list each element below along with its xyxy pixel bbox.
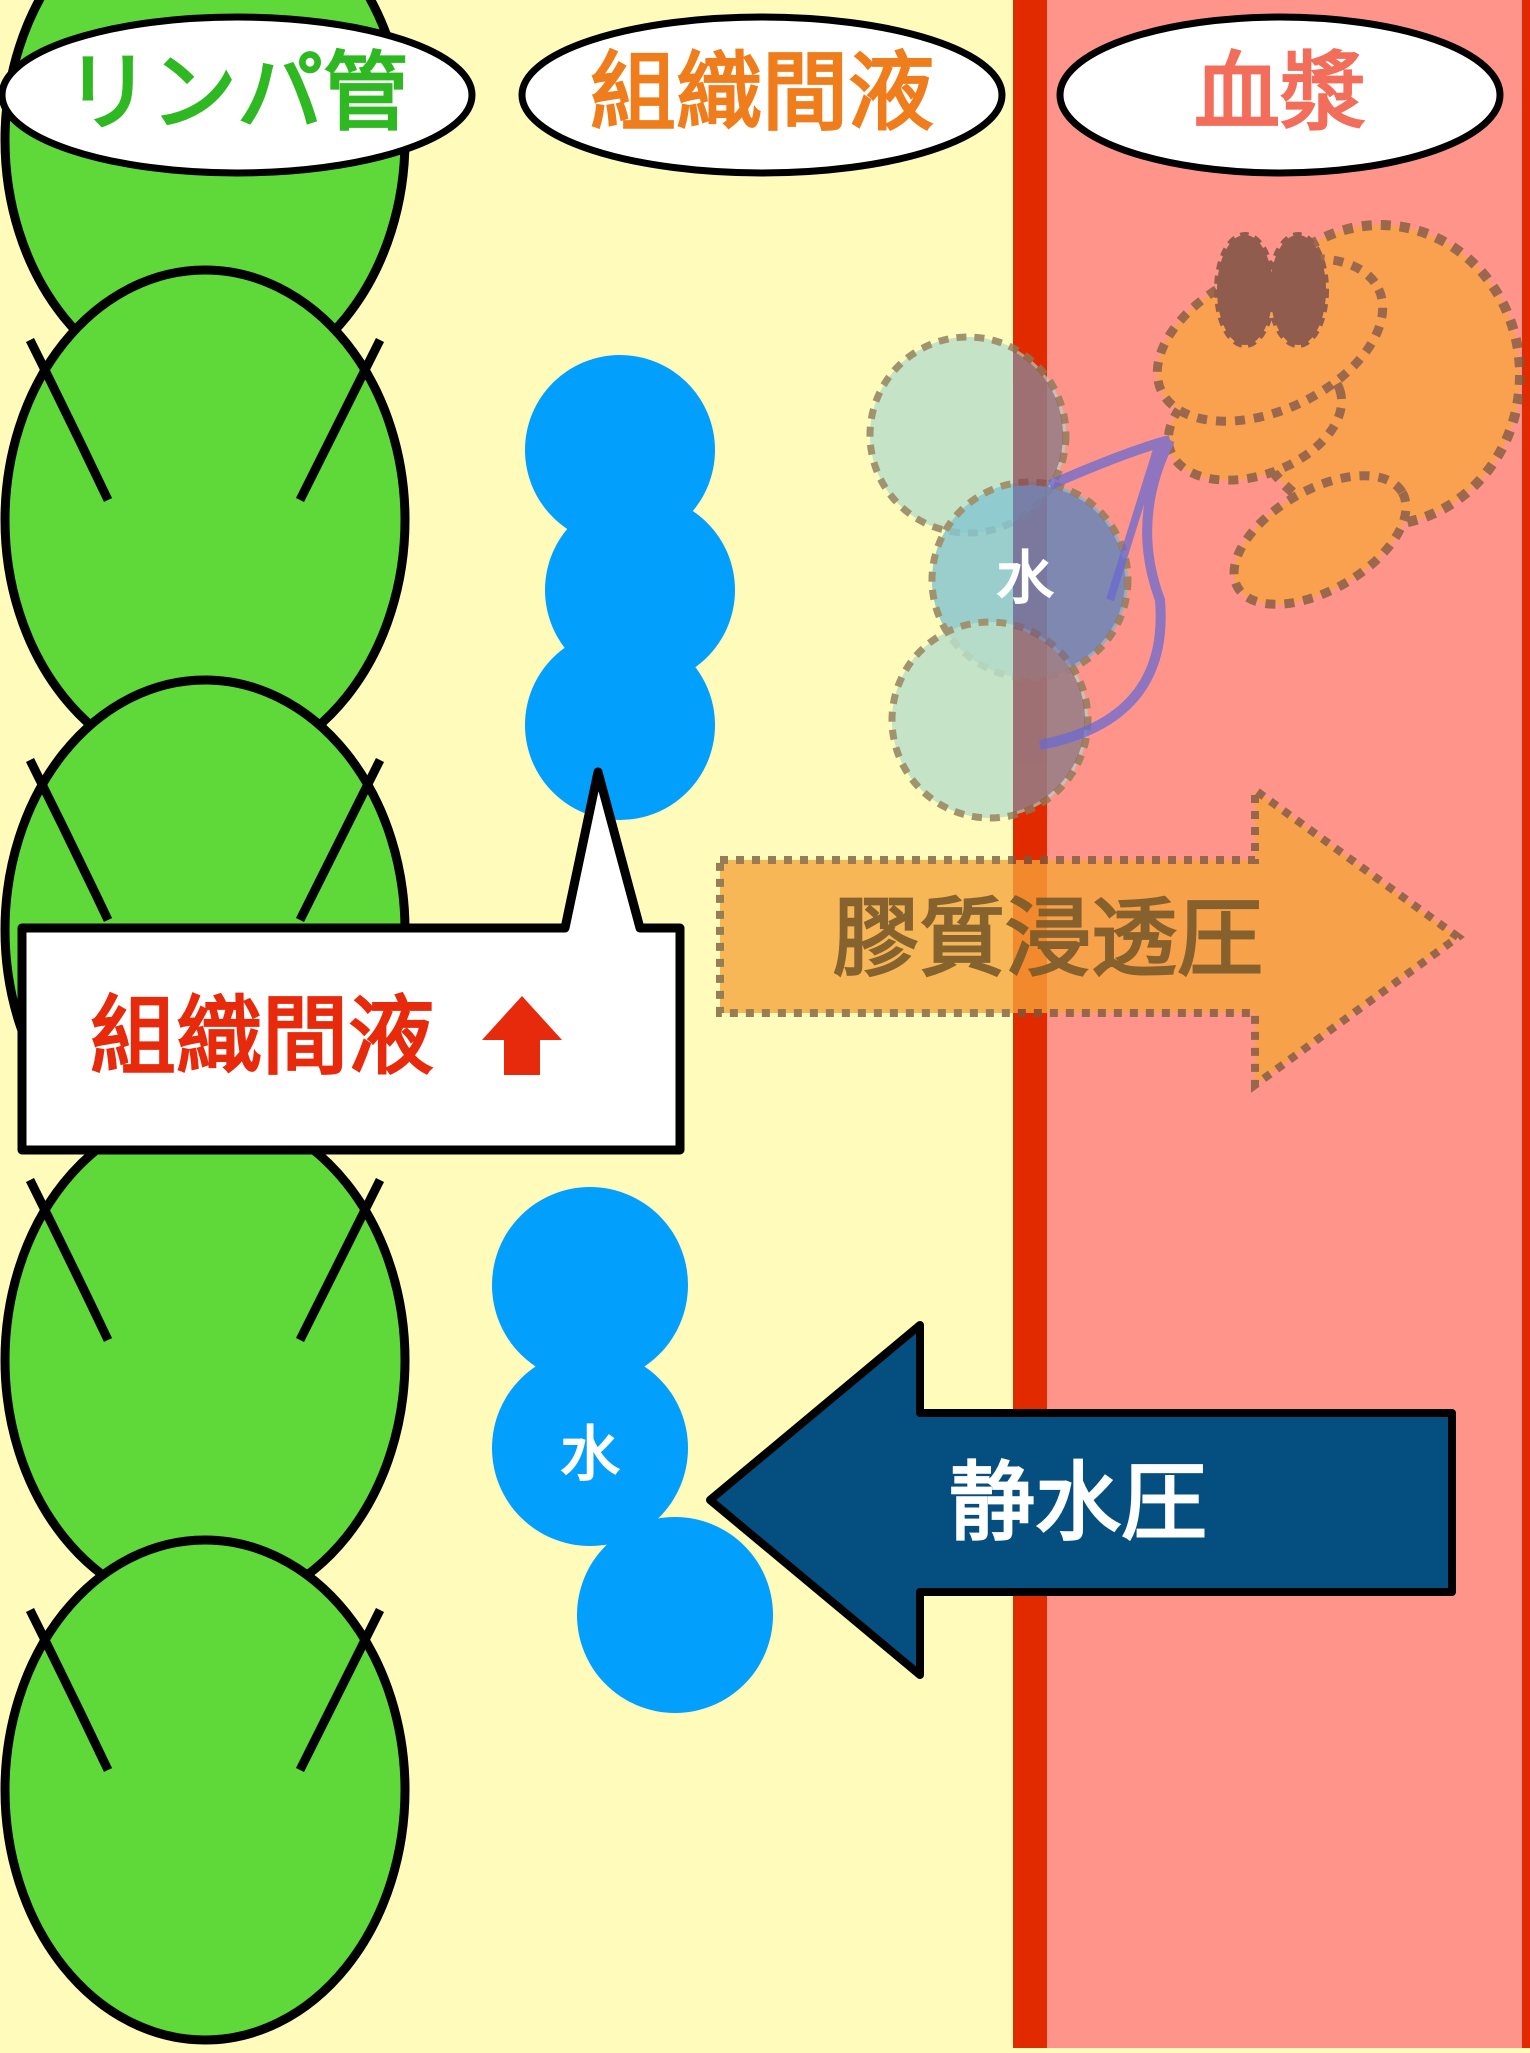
water-label-top: 水 xyxy=(996,544,1055,612)
water-molecule-bottom-left xyxy=(492,1187,773,1713)
lymph-label: リンパ管 xyxy=(65,43,409,143)
plasma-label: 血漿 xyxy=(1194,43,1366,143)
callout-label: 組織間液 xyxy=(90,987,434,1087)
lymph-segment xyxy=(0,1535,410,2045)
plasma-label-bubble xyxy=(1056,13,1504,177)
colloid-osmotic-label: 膠質浸透圧 xyxy=(833,889,1263,989)
lymph-valve-lines xyxy=(25,337,385,1773)
plasma-right-border xyxy=(1522,0,1530,2048)
up-arrow-icon xyxy=(482,996,562,1075)
water-molecule-top-left xyxy=(525,355,735,820)
water-molecule-crossing-plasma-tint xyxy=(1013,351,1125,813)
colloid-osmotic-arrow xyxy=(716,782,1465,1093)
protein-colloid xyxy=(1039,220,1525,750)
water-label-bottom: 水 xyxy=(560,1420,621,1490)
hydrostatic-label: 静水圧 xyxy=(949,1453,1207,1553)
lymph-segment xyxy=(0,1105,410,1615)
interstitial-label: 組織間液 xyxy=(590,43,934,143)
hydrostatic-arrow xyxy=(706,1321,1456,1679)
interstitial-label-bubble xyxy=(518,13,1006,177)
lymph-label-bubble xyxy=(0,13,476,177)
vessel-wall xyxy=(1013,0,1047,2048)
